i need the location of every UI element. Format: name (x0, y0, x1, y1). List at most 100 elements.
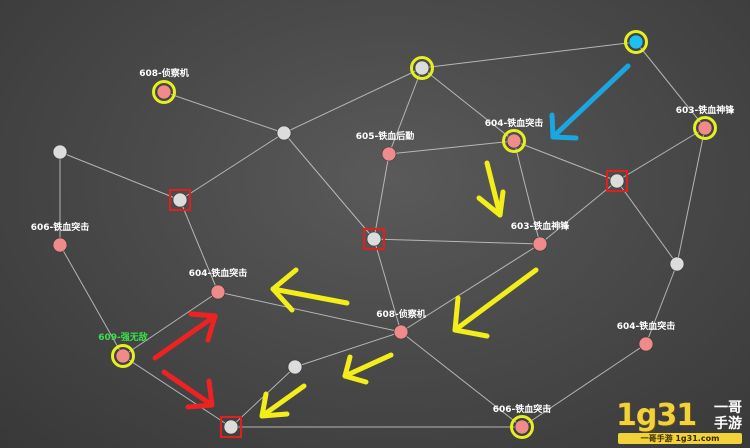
arrow-shaft (161, 369, 215, 408)
map-node[interactable]: 604-铁血突击 (617, 320, 676, 352)
node-dot (393, 324, 409, 340)
map-node[interactable]: 608-侦察机 (139, 67, 189, 104)
node-dot (287, 359, 303, 375)
map-node[interactable]: 603-铁血神锋 (511, 220, 571, 252)
arrow-shaft (550, 63, 631, 140)
route-line (179, 132, 285, 201)
arrow-shaft (342, 352, 394, 379)
route-line (163, 91, 285, 134)
map-node[interactable] (363, 228, 385, 250)
node-ring (152, 80, 176, 104)
node-dot (52, 144, 68, 160)
route-line (294, 331, 402, 368)
node-highlight-square (220, 416, 242, 438)
arrow-head (185, 378, 215, 410)
map-node[interactable] (220, 416, 242, 438)
route-line (373, 153, 390, 240)
route-line (513, 140, 618, 182)
node-dot (156, 84, 172, 100)
map-node[interactable] (287, 359, 303, 375)
map-node[interactable]: 608-侦察机 (376, 308, 426, 340)
map-node[interactable]: 606-铁血突击 (493, 403, 552, 439)
arrow-head (259, 391, 290, 419)
node-label: 603-铁血神锋 (511, 220, 571, 232)
route-line (616, 180, 678, 265)
logo-site-text: 一哥手游 1g31.com (640, 434, 720, 443)
node-dot (115, 348, 131, 364)
node-label: 604-铁血突击 (485, 117, 544, 129)
map-node[interactable]: 609-强无敌 (98, 331, 148, 368)
guide-arrow-blue (549, 63, 631, 141)
map-node[interactable]: 605-铁血后勤 (356, 130, 415, 162)
node-dot (223, 419, 239, 435)
node-dot (609, 173, 625, 189)
map-nodes: 608-侦察机 605-铁血后勤 604-铁血突击 603-铁血神锋 603-铁血神锋 6… (31, 30, 736, 439)
route-line (388, 140, 515, 155)
node-label: 604-铁血突击 (617, 320, 676, 332)
node-dot (172, 192, 188, 208)
arrow-shaft (270, 286, 350, 306)
map-node[interactable] (669, 256, 685, 272)
node-ring (502, 129, 526, 153)
guide-arrow-yellow (259, 383, 307, 419)
map-node[interactable] (624, 30, 648, 54)
guide-arrow-yellow (452, 267, 539, 339)
map-node[interactable]: 604-铁血突击 (189, 267, 248, 300)
map-node[interactable]: 603-铁血神锋 (676, 104, 736, 140)
logo-title-line2: 手游 (714, 416, 742, 432)
map-node[interactable] (606, 170, 628, 192)
site-logo: 1g31 一哥 手游 一哥手游 1g31.com (614, 398, 742, 444)
node-dot (532, 236, 548, 252)
guide-arrow-red (161, 369, 215, 410)
map-node[interactable]: 606-铁血突击 (31, 221, 90, 253)
arrow-head (476, 189, 506, 218)
route-line (59, 151, 181, 201)
node-dot (506, 133, 522, 149)
route-line (421, 41, 637, 69)
node-dot (638, 336, 654, 352)
node-dot (628, 34, 644, 50)
logo-title: 一哥 手游 (712, 400, 742, 432)
arrow-head (188, 311, 218, 343)
node-highlight-square (363, 228, 385, 250)
arrow-head (270, 267, 299, 313)
node-dot (366, 231, 382, 247)
node-label: 604-铁血突击 (189, 267, 248, 279)
map-node[interactable] (169, 189, 191, 211)
node-label: 608-侦察机 (376, 308, 426, 320)
arrow-head (342, 354, 369, 385)
node-ring (693, 116, 717, 140)
route-line (635, 41, 706, 129)
route-line (179, 199, 219, 293)
logo-site-bar: 一哥手游 1g31.com (618, 433, 742, 444)
arrow-shaft (452, 267, 539, 333)
route-lines (59, 41, 706, 428)
logo-title-line1: 一哥 (714, 400, 742, 416)
route-line (373, 238, 402, 333)
route-line (283, 132, 375, 240)
arrow-head (549, 112, 579, 141)
node-label: 606-铁血突击 (493, 403, 552, 415)
map-node[interactable]: 604-铁血突击 (485, 117, 544, 153)
map-node[interactable] (276, 125, 292, 141)
node-dot (514, 419, 530, 435)
route-line (217, 291, 402, 333)
route-line (513, 140, 541, 245)
route-line (283, 67, 423, 134)
route-line (616, 127, 706, 182)
node-highlight-square (169, 189, 191, 211)
node-label: 609-强无敌 (98, 331, 148, 343)
node-ring (111, 344, 135, 368)
arrow-head (452, 295, 490, 339)
guide-arrow-yellow (270, 267, 350, 313)
map-node[interactable] (410, 56, 434, 80)
node-ring (510, 415, 534, 439)
map-node[interactable] (52, 144, 68, 160)
route-line (539, 180, 618, 245)
route-line (122, 355, 232, 428)
logo-number: 1g31 (616, 398, 697, 433)
node-label: 606-铁血突击 (31, 221, 90, 233)
route-line (388, 67, 423, 155)
arrow-shaft (484, 160, 503, 218)
